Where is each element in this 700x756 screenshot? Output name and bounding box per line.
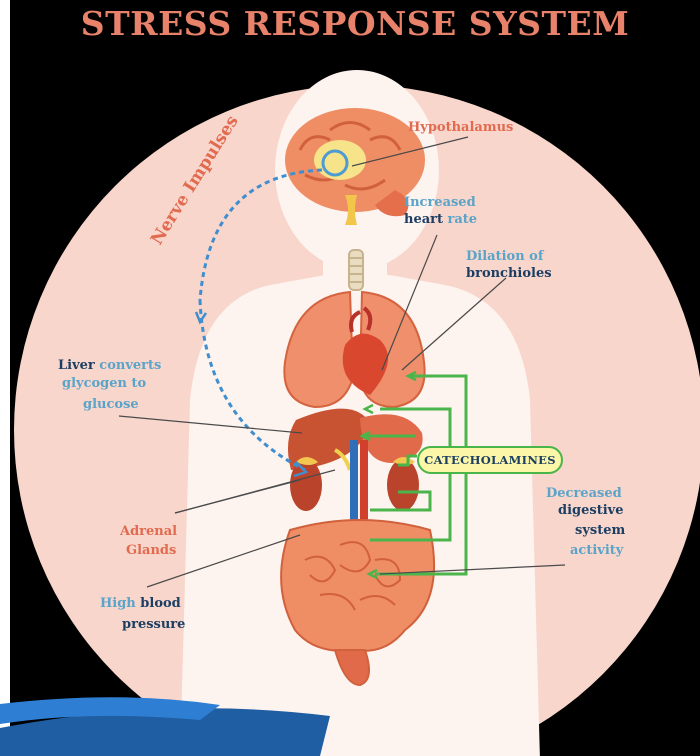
label-heart-rate-line2: heart rate <box>404 211 477 228</box>
label-liver-rest: converts <box>95 358 162 373</box>
label-liver-line1: Liver converts <box>58 357 161 374</box>
label-blood-pressure-line2: pressure <box>122 616 185 633</box>
label-digestive-line4: activity <box>570 542 623 559</box>
label-liver-line2: glycogen to <box>62 375 146 392</box>
label-digestive-line2: digestive <box>558 502 623 519</box>
label-blood-pressure-prefix: High <box>100 596 136 611</box>
label-digestive-line1: Decreased <box>546 485 622 502</box>
label-heart-rate-line1: Increased <box>404 194 476 211</box>
label-liver-line3: glucose <box>83 396 139 413</box>
label-heart-rate-rest: rate <box>443 212 477 227</box>
trachea <box>349 250 363 290</box>
label-liver-emphasis: Liver <box>58 358 95 373</box>
label-blood-pressure-line1: High blood <box>100 595 181 612</box>
label-bronchioles-line2: bronchioles <box>466 265 552 282</box>
label-adrenal-line2: Glands <box>126 542 176 559</box>
label-bronchioles-line1: Dilation of <box>466 248 543 265</box>
label-blood-pressure-emphasis: blood <box>136 596 181 611</box>
page-title: STRESS RESPONSE SYSTEM <box>10 4 700 43</box>
label-adrenal-line1: Adrenal <box>120 523 177 540</box>
label-hypothalamus: Hypothalamus <box>408 119 513 136</box>
label-digestive-line3: system <box>575 522 625 539</box>
catecholamines-badge: CATECHOLAMINES <box>417 446 563 474</box>
label-heart-rate-emphasis: heart <box>404 212 443 227</box>
